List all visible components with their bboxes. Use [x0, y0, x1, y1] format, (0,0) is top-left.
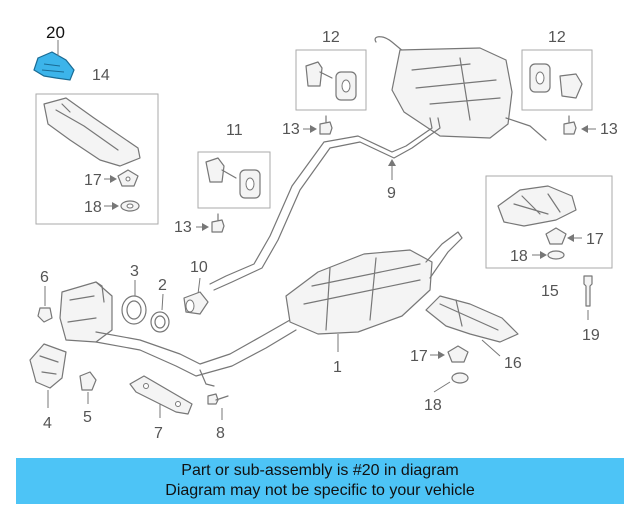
group-15: 15 17 18 — [485, 175, 613, 300]
bolt-13-c: 13 — [174, 213, 225, 236]
stud-6: 6 — [37, 269, 53, 323]
group-14: 14 17 18 — [35, 67, 159, 225]
callout-18c: 18 — [424, 397, 442, 414]
callout-17c: 17 — [410, 348, 428, 365]
nut-5: 5 — [79, 371, 97, 426]
box-11 — [197, 151, 271, 209]
callout-17b: 17 — [586, 231, 604, 248]
callout-5: 5 — [83, 409, 92, 426]
callout-6: 6 — [40, 269, 49, 286]
callout-9: 9 — [387, 185, 396, 202]
part-15-shield — [497, 185, 577, 227]
muffler-outlet — [505, 117, 547, 141]
group-12-right: 12 — [521, 29, 593, 111]
pipe-9: 9 — [209, 117, 441, 291]
callout-19: 19 — [582, 327, 600, 344]
callout-18a: 18 — [84, 199, 102, 216]
box-12-left — [295, 49, 367, 111]
callout-11: 11 — [226, 122, 243, 139]
callout-13a: 13 — [282, 121, 300, 138]
bracket-4: 4 — [29, 343, 67, 432]
front-pipe-catalyst — [59, 281, 297, 387]
tail-pipe — [374, 36, 405, 53]
callout-1: 1 — [333, 359, 342, 376]
gasket-3: 3 — [121, 263, 147, 325]
heat-shield-16: 16 17 18 — [410, 295, 522, 414]
bracket-7: 7 — [129, 375, 193, 442]
box-15 — [485, 175, 613, 269]
callout-3: 3 — [130, 263, 139, 280]
bolt-13-b: 13 — [563, 115, 618, 138]
part-20-shape — [33, 51, 75, 81]
callout-8: 8 — [216, 425, 225, 442]
callout-13b: 13 — [600, 121, 618, 138]
gasket-2: 2 — [150, 277, 170, 333]
callout-14: 14 — [92, 67, 110, 84]
bolt-19: 19 — [582, 275, 600, 344]
callout-7: 7 — [154, 425, 163, 442]
banner-line-2: Diagram may not be specific to your vehi… — [165, 482, 475, 499]
callout-20: 20 — [46, 23, 65, 42]
callout-12b: 12 — [548, 29, 566, 46]
part-12-hanger-a — [305, 61, 323, 87]
exhaust-parts-diagram: 20 14 17 18 12 13 12 — [29, 23, 618, 442]
callout-4: 4 — [43, 415, 52, 432]
part-20-heat-shield[interactable]: 20 — [33, 23, 75, 81]
part-12-hanger-b — [559, 73, 583, 99]
callout-2: 2 — [158, 277, 167, 294]
muffler-body — [391, 47, 513, 139]
part-14-detail — [55, 103, 119, 151]
callout-17a: 17 — [84, 172, 102, 189]
bolt-8: 8 — [207, 393, 229, 442]
callout-10: 10 — [190, 259, 208, 276]
center-muffler-1: 1 — [285, 231, 463, 376]
callout-18b: 18 — [510, 248, 528, 265]
banner-line-1: Part or sub-assembly is #20 in diagram — [181, 462, 459, 479]
box-12-right — [521, 49, 593, 111]
callout-12a: 12 — [322, 29, 340, 46]
group-12-left: 12 — [295, 29, 367, 111]
rear-muffler — [374, 36, 547, 141]
callout-16: 16 — [504, 355, 522, 372]
group-11: 11 — [197, 122, 271, 209]
bolt-13-a: 13 — [282, 115, 333, 138]
part-info-banner: Part or sub-assembly is #20 in diagram D… — [16, 458, 624, 504]
clamp-10: 10 — [183, 259, 209, 315]
callout-13c: 13 — [174, 219, 192, 236]
part-20-detail — [41, 63, 65, 73]
callout-15: 15 — [541, 283, 559, 300]
box-14 — [35, 93, 159, 225]
